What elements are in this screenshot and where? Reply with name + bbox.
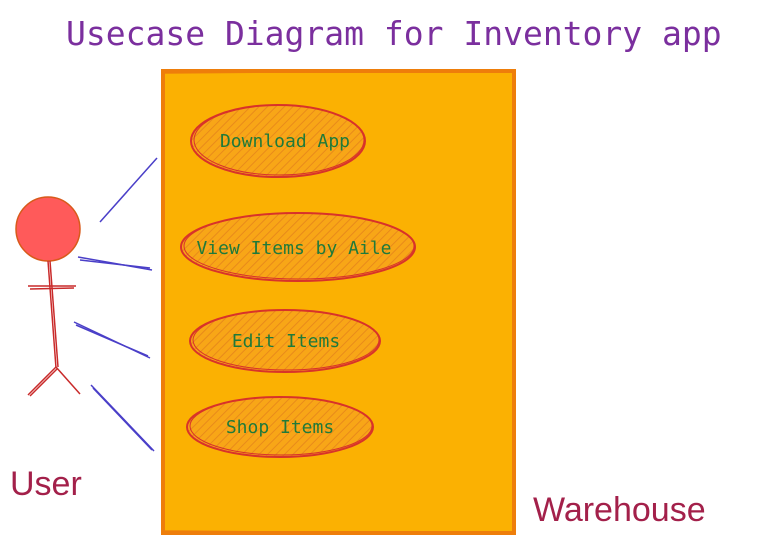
usecase-ellipse-sketch: [193, 104, 365, 176]
association-line-view-sketch: [79, 259, 151, 269]
association-line-edit-sketch: [75, 324, 149, 357]
actor-head: [15, 196, 81, 262]
actor-user[interactable]: [15, 196, 81, 397]
usecase-ellipse-sketch: [189, 396, 373, 456]
association-line-shop-sketch: [92, 387, 153, 451]
usecase-edit-items[interactable]: Edit Items: [189, 309, 381, 373]
actor-body: [27, 260, 81, 397]
usecase-shop-items[interactable]: Shop Items: [186, 396, 374, 458]
system-boundary-sketch: [161, 69, 516, 535]
usecase-view-items-by-aile[interactable]: View Items by Aile: [180, 212, 416, 282]
usecase-ellipse-sketch: [183, 212, 415, 280]
system-label: Warehouse: [533, 491, 706, 529]
usecase-ellipse-sketch: [192, 309, 380, 371]
usecase-label: View Items by Aile: [196, 238, 391, 259]
actor-label: User: [10, 465, 82, 503]
association-line-download: [99, 157, 158, 223]
diagram-title: Usecase Diagram for Inventory app: [66, 14, 722, 53]
usecase-label: Shop Items: [226, 417, 334, 438]
usecase-label: Download App: [220, 131, 350, 152]
usecase-label: Edit Items: [232, 331, 340, 352]
usecase-download-app[interactable]: Download App: [190, 104, 366, 178]
association-lines: [73, 157, 158, 452]
